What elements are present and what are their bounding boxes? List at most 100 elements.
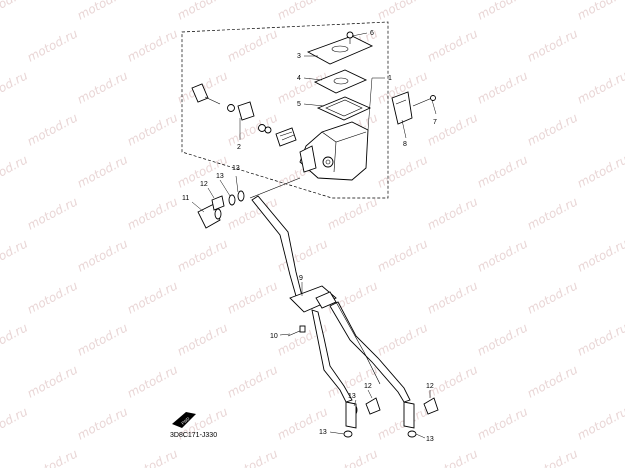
callout-2: 2 — [237, 144, 241, 151]
watermark-text: motod.ru — [575, 320, 625, 358]
washer-13-d — [343, 430, 353, 438]
watermark-text: motod.ru — [75, 320, 131, 358]
callout-12-right: 12 — [426, 383, 434, 390]
watermark-text: motod.ru — [425, 278, 481, 316]
reservoir-cap — [306, 35, 374, 65]
watermark-text: motod.ru — [175, 0, 231, 23]
watermark-text: motod.ru — [75, 404, 131, 442]
watermark-text: motod.ru — [525, 194, 581, 232]
watermark-text: motod.ru — [475, 320, 531, 358]
callout-12-top: 12 — [200, 181, 208, 188]
leader-lines — [191, 32, 437, 439]
watermark-text: motod.ru — [25, 110, 81, 148]
watermark-text: motod.ru — [25, 446, 81, 468]
callout-9: 9 — [299, 275, 303, 282]
watermark-text: motod.ru — [0, 320, 30, 358]
watermark-text: motod.ru — [125, 110, 181, 148]
watermark-text: motod.ru — [225, 362, 281, 400]
diaphragm — [316, 96, 372, 121]
watermark-text: motod.ru — [375, 152, 431, 190]
watermark-text: motod.ru — [75, 152, 131, 190]
watermark-text: motod.ru — [475, 0, 531, 23]
watermark-text: motod.ru — [475, 236, 531, 274]
watermark-text: motod.ru — [425, 362, 481, 400]
lever-holder — [391, 91, 413, 125]
watermark-text: motod.ru — [325, 194, 381, 232]
callout-13-mid: 13 — [348, 393, 356, 400]
watermark-text: motod.ru — [275, 0, 331, 23]
watermark-text: motod.ru — [425, 110, 481, 148]
callout-12-left: 12 — [364, 383, 372, 390]
callout-13-top-b: 13 — [216, 173, 224, 180]
watermark-text: motod.ru — [575, 404, 625, 442]
hose-end-left — [345, 401, 357, 429]
callout-5: 5 — [297, 101, 301, 108]
watermark-text: motod.ru — [125, 362, 181, 400]
watermark-text: motod.ru — [75, 0, 131, 23]
watermark-text: motod.ru — [0, 404, 30, 442]
watermark-text: motod.ru — [425, 194, 481, 232]
callout-7: 7 — [433, 119, 437, 126]
watermark-text: motod.ru — [25, 362, 81, 400]
watermark-text: motod.ru — [225, 278, 281, 316]
watermark-text: motod.ru — [125, 446, 181, 468]
watermark-text: motod.ru — [25, 194, 81, 232]
holder-bolt — [412, 95, 436, 107]
watermark-text: motod.ru — [225, 26, 281, 64]
watermark-text: motod.ru — [225, 446, 281, 468]
banjo-bolt-12-right — [423, 397, 439, 415]
brake-hose-left-lower — [311, 309, 353, 403]
watermark-text: motod.ru — [575, 68, 625, 106]
watermark-text: motod.ru — [525, 362, 581, 400]
watermark-text: motod.ru — [125, 194, 181, 232]
watermark-text: motod.ru — [325, 446, 381, 468]
front-marker-icon: FWD — [172, 412, 196, 428]
watermark-text: motod.ru — [425, 26, 481, 64]
master-cylinder-body — [299, 121, 369, 181]
banjo-bolt-12-top — [211, 195, 225, 211]
callout-1: 1 — [388, 75, 392, 82]
banjo-bolt-12-left — [365, 397, 381, 415]
watermark-text: motod.ru — [125, 278, 181, 316]
watermark-text: motod.ru — [0, 236, 30, 274]
piston-kit — [191, 83, 297, 147]
watermark-text: motod.ru — [0, 68, 30, 106]
watermark-text: motod.ru — [125, 26, 181, 64]
diaphragm-plate — [313, 69, 368, 94]
callout-3: 3 — [297, 53, 301, 60]
watermark-text: motod.ru — [525, 446, 581, 468]
washer-13-a — [228, 194, 236, 206]
watermark-text: motod.ru — [375, 236, 431, 274]
watermark-text: motod.ru — [25, 26, 81, 64]
washer-13-b — [237, 190, 245, 202]
washer-13-e — [407, 430, 417, 438]
watermark-text: motod.ru — [175, 236, 231, 274]
hose-joint — [289, 285, 337, 313]
watermark-text: motod.ru — [0, 0, 30, 23]
watermark-text: motod.ru — [525, 26, 581, 64]
cap-screw — [346, 31, 354, 44]
joint-bolt — [287, 325, 306, 337]
watermark-text: motod.ru — [175, 320, 231, 358]
callout-8: 8 — [403, 141, 407, 148]
callout-13-top-a: 13 — [232, 165, 240, 172]
watermark-text: motod.ru — [475, 152, 531, 190]
watermark-text: motod.ru — [525, 278, 581, 316]
watermark-text: motod.ru — [75, 236, 131, 274]
callout-13-right: 13 — [426, 436, 434, 443]
watermark-text: motod.ru — [0, 152, 30, 190]
watermark-text: motod.ru — [475, 404, 531, 442]
watermark-text: motod.ru — [75, 68, 131, 106]
watermark-text: motod.ru — [575, 152, 625, 190]
watermark-text: motod.ru — [575, 0, 625, 23]
watermark-text: motod.ru — [525, 110, 581, 148]
assembly-boundary — [181, 21, 389, 199]
callout-13-left: 13 — [319, 429, 327, 436]
watermark-text: motod.ru — [575, 236, 625, 274]
callout-6: 6 — [370, 30, 374, 37]
watermark-text: motod.ru — [475, 68, 531, 106]
svg-text:FWD: FWD — [180, 416, 190, 426]
callout-4: 4 — [297, 75, 301, 82]
